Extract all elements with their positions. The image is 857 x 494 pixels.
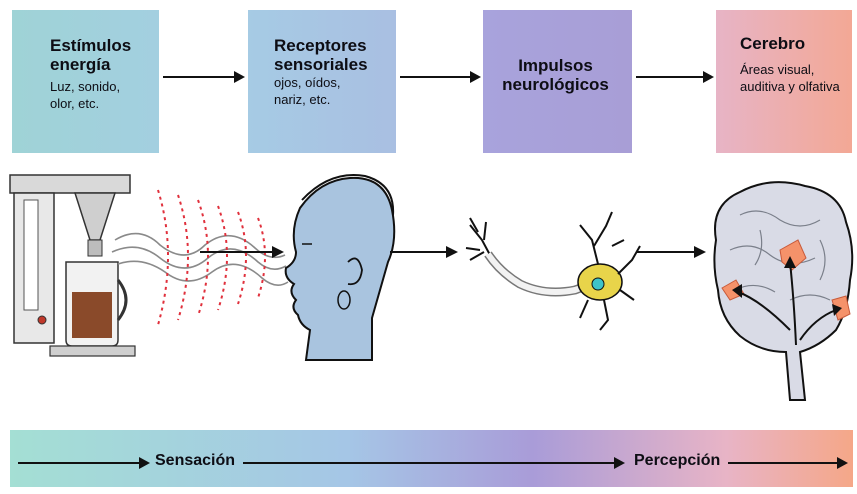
coffee-maker-icon <box>9 174 136 357</box>
stimuli-subtitle: Luz, sonido, olor, etc. <box>50 79 121 111</box>
receptors-title: Receptores sensoriales <box>274 36 368 74</box>
head-profile-icon <box>284 174 396 361</box>
impulses-box: Impulsos neurológicos <box>483 10 632 153</box>
arrow-stimuli-to-receptors <box>163 71 245 83</box>
stimuli-box: Estímulos energía Luz, sonido, olor, etc… <box>12 10 159 153</box>
stimuli-title: Estímulos energía <box>50 36 132 74</box>
perception-label: Percepción <box>634 452 721 469</box>
sound-waves <box>157 189 266 326</box>
arrow-receptors-to-impulses <box>400 71 481 83</box>
brain-title: Cerebro <box>740 34 806 53</box>
receptors-box: Receptores sensoriales ojos, oídos, nari… <box>248 10 396 153</box>
arrow-neuron-to-brain <box>636 246 706 258</box>
band-arrow-segment-2 <box>243 457 625 469</box>
sensation-label: Sensación <box>155 452 236 469</box>
sensation-perception-band <box>10 430 853 487</box>
band-arrow-segment-3 <box>728 457 848 469</box>
band-arrow-segment-1 <box>18 457 150 469</box>
brain-icon <box>713 181 854 401</box>
arrow-impulses-to-brain <box>636 71 714 83</box>
impulses-title: Impulsos neurológicos <box>502 56 609 94</box>
arrow-head-to-neuron <box>390 246 458 258</box>
brain-box: Cerebro Áreas visual, auditiva y olfativ… <box>716 10 852 153</box>
brain-subtitle: Áreas visual, auditiva y olfativa <box>740 62 840 94</box>
arrow-to-head <box>200 246 284 258</box>
smell-trail <box>111 232 289 286</box>
receptors-subtitle: ojos, oídos, nariz, etc. <box>274 75 341 107</box>
neuron-icon <box>465 211 641 331</box>
